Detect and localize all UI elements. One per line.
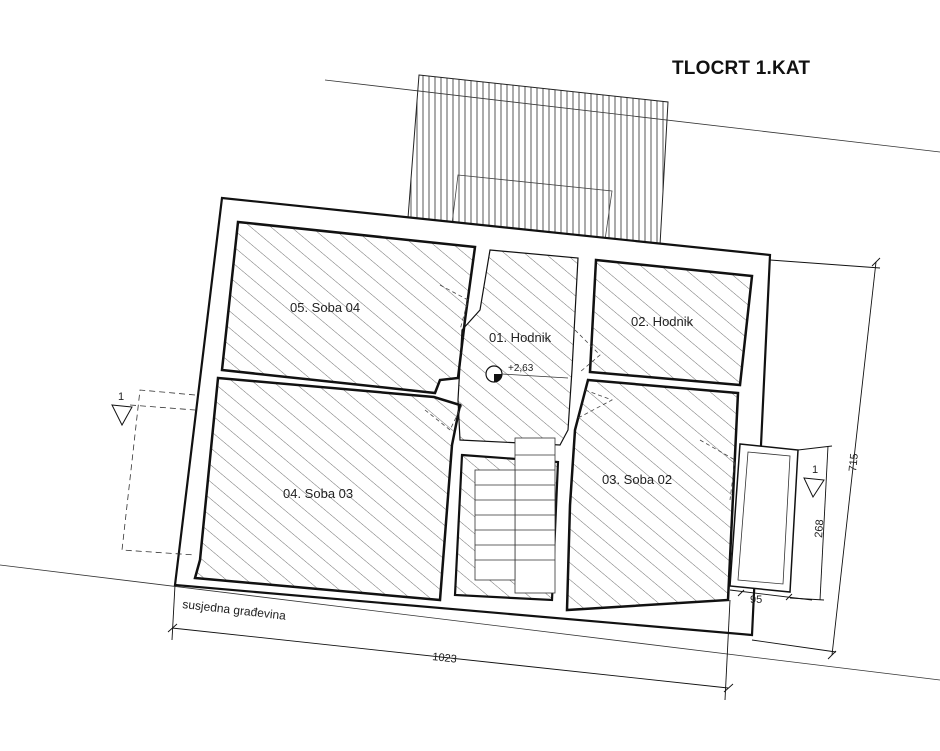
plan-title: TLOCRT 1.KAT xyxy=(672,58,811,79)
section-label-right: 1 xyxy=(812,464,818,476)
parcel-line-bottom xyxy=(0,564,940,681)
dimension-balcony-width-value: 95 xyxy=(750,594,762,606)
room-label-hodnik-02: 02. Hodnik xyxy=(631,314,694,329)
room-label-hodnik-01: 01. Hodnik xyxy=(489,330,552,345)
level-marker xyxy=(485,365,569,383)
dimension-width xyxy=(167,584,734,701)
section-cut-left xyxy=(121,389,196,556)
level-value: +2,63 xyxy=(508,363,534,374)
section-label-left: 1 xyxy=(118,391,124,403)
dimension-balcony-width xyxy=(729,589,813,601)
room-label-soba-03: 04. Soba 03 xyxy=(283,486,353,501)
section-marker-right xyxy=(803,477,825,499)
dimension-height-value: 715 xyxy=(847,453,861,473)
roof-terrace xyxy=(407,74,669,246)
dimension-height xyxy=(751,257,881,660)
door-swings xyxy=(424,284,736,501)
neighbor-building-label: susjedna građevina xyxy=(182,597,287,623)
section-marker-left xyxy=(111,404,133,427)
room-soba-02 xyxy=(565,378,740,612)
dimension-width-value: 1023 xyxy=(432,651,458,666)
room-label-soba-04: 05. Soba 04 xyxy=(290,300,360,315)
balcony xyxy=(729,443,799,593)
room-soba-03 xyxy=(193,376,462,602)
dimension-balcony-height-value: 268 xyxy=(813,519,826,538)
room-hodnik-01 xyxy=(457,249,579,446)
room-soba-04 xyxy=(220,220,477,395)
room-label-soba-02: 03. Soba 02 xyxy=(602,472,672,487)
room-hodnik-02 xyxy=(588,258,754,387)
balcony-inner xyxy=(737,451,791,585)
stair-steps xyxy=(474,437,556,594)
